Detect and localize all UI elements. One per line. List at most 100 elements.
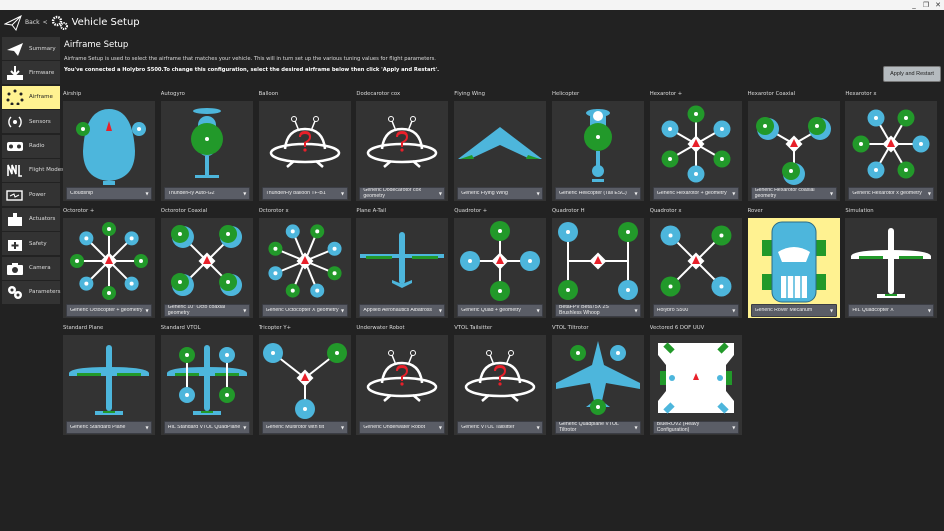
airframe-card[interactable]: Generic Multirotor with tilt▼ [258,335,351,435]
close-button[interactable]: ✕ [935,1,941,9]
airframe-model-dropdown[interactable]: Generic Octocopter + geometry▼ [66,304,152,317]
airframe-card[interactable]: BlueROV2 (Heavy Configuration)▼ [649,335,742,435]
sidebar-item-label: Summary [29,45,56,52]
airframe-model-dropdown[interactable]: Generic Quadplane VTOL Tiltrotor▼ [554,421,641,434]
sidebar-item-flight-modes[interactable]: Flight Modes [2,158,64,182]
sidebar-item-summary[interactable]: Summary [2,37,60,60]
airframe-model-dropdown[interactable]: HIL Standard VTOL QuadPlane▼ [163,421,250,434]
airframe-label: Octorotor x [258,208,289,214]
airframe-card[interactable]: Generic Quad + geometry▼ [454,218,547,318]
airframe-card[interactable]: HIL Standard VTOL QuadPlane▼ [160,335,253,435]
airframe-label: Standard VTOL [160,325,201,331]
airframe-model-dropdown[interactable]: Generic Helicopter (Tail ESC)▼ [554,187,641,200]
airframe-model-dropdown[interactable]: Generic Hexarotor + geometry▼ [652,187,739,200]
airframe-balloon: Balloon ThunderFly balloon TF-B1▼ [258,89,351,201]
airframe-model-dropdown[interactable]: Generic Octocopter X geometry▼ [261,304,348,317]
airframe-model-dropdown[interactable]: Applied Aeronautics Albatross▼ [359,304,446,317]
airframe-card[interactable]: HIL Quadcopter X▼ [845,218,938,318]
airframe-flying-wing: Flying Wing Generic Flying Wing▼ [454,89,547,201]
airframe-card[interactable]: Generic Hexarotor coaxial geometry▼ [747,101,840,201]
sidebar-item-label: Safety [29,240,47,247]
sidebar-item-airframe[interactable]: Airframe [2,85,60,109]
airframe-card[interactable]: Generic VTOL Tailsitter▼ [454,335,547,435]
chevron-down-icon: ▼ [341,190,345,196]
breadcrumb-separator: < [42,19,48,26]
maximize-button[interactable]: ❐ [922,1,930,9]
sidebar-item-radio[interactable]: Radio [2,134,60,158]
parameters-icon [8,286,22,300]
airframe-card[interactable]: Applied Aeronautics Albatross▼ [356,218,449,318]
dropdown-value: ThunderFly Auto-G2 [167,190,215,196]
airframe-card[interactable]: BetaFPV Beta75X 2S Brushless Whoop▼ [551,218,644,318]
chevron-down-icon: ▼ [145,424,149,430]
airframe-plane-a-tail: Plane A-Tail Applied Aeronautics Albatro… [356,206,449,318]
airframe-card[interactable]: ThunderFly balloon TF-B1▼ [258,101,351,201]
airframe-model-dropdown[interactable]: ThunderFly balloon TF-B1▼ [261,187,348,200]
airframe-model-dropdown[interactable]: Generic Hexarotor coaxial geometry▼ [750,187,837,200]
dropdown-value: Generic Rover Mecanum [754,307,813,313]
page-title: Vehicle Setup [71,17,140,28]
airframe-card[interactable]: Generic 10" Octo coaxial geometry▼ [160,218,253,318]
airframe-card[interactable]: Cloudship▼ [63,101,155,201]
vtol-airframe-icon [166,345,247,415]
airframe-model-dropdown[interactable]: Generic Standard Plane▼ [66,421,152,434]
dropdown-value: BetaFPV Beta75X 2S Brushless Whoop [558,304,609,316]
airframe-card[interactable]: Generic Octocopter + geometry▼ [63,218,155,318]
sidebar-item-firmware[interactable]: Firmware [2,61,60,85]
airframe-card[interactable]: Generic Hexarotor + geometry▼ [649,101,742,201]
tri-coax-airframe-icon [755,117,831,185]
connected-vehicle-text: You've connected a Holybro S500.To chang… [64,67,440,73]
airframe-model-dropdown[interactable]: Generic Underwater Robot▼ [359,421,446,434]
airframe-model-dropdown[interactable]: HIL Quadcopter X▼ [848,304,935,317]
airframe-card[interactable]: Generic Underwater Robot▼ [356,335,449,435]
minimize-button[interactable]: _ [912,1,916,9]
airframe-model-dropdown[interactable]: Generic Rover Mecanum▼ [750,304,837,317]
airframe-octorotor-x: Octorotor x Generic Octocopter X geometr… [258,206,351,318]
airframe-card[interactable]: Generic Hexarotor x geometry▼ [845,101,938,201]
sidebar-item-camera[interactable]: Camera [2,256,60,280]
airframe-standard-plane: Standard Plane Generic Standard Plane▼ [63,323,155,435]
airframe-card[interactable]: Generic Helicopter (Tail ESC)▼ [551,101,644,201]
airframe-underwater-robot: Underwater Robot Generic Underwater Robo… [356,323,449,435]
airframe-model-dropdown[interactable]: Generic Multirotor with tilt▼ [261,421,348,434]
airframe-model-dropdown[interactable]: BetaFPV Beta75X 2S Brushless Whoop▼ [554,304,641,317]
airframe-hexarotor-x: Hexarotor x Generic Hexarotor x geometry… [845,89,938,201]
airframe-model-dropdown[interactable]: Holybro S500▼ [652,304,739,317]
sidebar-item-parameters[interactable]: Parameters [2,280,60,304]
sidebar-item-sensors[interactable]: Sensors [2,110,60,134]
airframe-label: Quadrotor H [551,208,585,214]
airframe-card[interactable]: ThunderFly Auto-G2▼ [160,101,253,201]
airframe-model-dropdown[interactable]: Generic VTOL Tailsitter▼ [457,421,544,434]
dropdown-value: Generic Underwater Robot [363,424,426,430]
toolbar: Back < Vehicle Setup [0,10,944,35]
sidebar-item-label: Radio [29,143,45,150]
airframe-card[interactable]: Generic Dodecarotor cox geometry▼ [356,101,449,201]
airframe-model-dropdown[interactable]: Cloudship▼ [66,187,152,200]
sidebar-item-safety[interactable]: Safety [2,232,60,256]
chevron-down-icon: ▼ [341,307,345,313]
chevron-down-icon: ▼ [341,424,345,430]
airframe-card[interactable]: Generic Flying Wing▼ [454,101,547,201]
airframe-label: Octorotor + [63,208,95,214]
sidebar-item-actuators[interactable]: Actuators [2,207,60,231]
airframe-model-dropdown[interactable]: BlueROV2 (Heavy Configuration)▼ [652,421,739,434]
airframe-model-dropdown[interactable]: Generic Flying Wing▼ [457,187,544,200]
airframe-model-dropdown[interactable]: Generic 10" Octo coaxial geometry▼ [163,304,250,317]
back-button[interactable]: Back < [4,14,48,31]
sidebar-item-label: Firmware [29,69,55,76]
apply-and-restart-button[interactable]: Apply and Restart [883,66,941,82]
airframe-card[interactable]: Generic Octocopter X geometry▼ [258,218,351,318]
airframe-model-dropdown[interactable]: Generic Hexarotor x geometry▼ [848,187,935,200]
airframe-card[interactable]: Holybro S500▼ [649,218,742,318]
chevron-down-icon: ▼ [145,307,149,313]
airframe-card[interactable]: Generic Quadplane VTOL Tiltrotor▼ [551,335,644,435]
camera-icon [7,263,23,276]
airframe-model-dropdown[interactable]: ThunderFly Auto-G2▼ [163,187,250,200]
airframe-model-dropdown[interactable]: Generic Dodecarotor cox geometry▼ [359,187,446,200]
airframe-card[interactable]: Generic Rover Mecanum▼ [747,218,840,318]
ufo-airframe-icon [367,350,438,402]
airframe-label: Flying Wing [454,91,486,97]
sidebar-item-power[interactable]: Power [2,183,60,207]
airframe-model-dropdown[interactable]: Generic Quad + geometry▼ [457,304,544,317]
airframe-card[interactable]: Generic Standard Plane▼ [63,335,155,435]
